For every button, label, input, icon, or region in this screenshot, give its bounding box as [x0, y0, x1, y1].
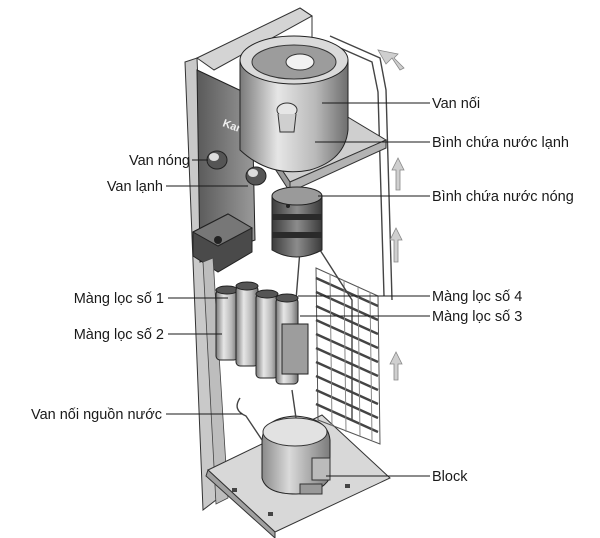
condenser-coil — [315, 267, 381, 445]
filter-3 — [255, 289, 279, 379]
label-van-noi: Van nối — [432, 96, 480, 112]
filter-cartridges — [215, 281, 309, 385]
callout-labels: Van nối Bình chứa nước lạnh Bình chứa nư… — [31, 96, 574, 485]
flow-arrows — [377, 49, 405, 381]
filter-1 — [215, 285, 239, 361]
label-binh-chua-nuoc-lanh: Bình chứa nước lạnh — [432, 135, 569, 151]
leader-lines — [166, 102, 430, 477]
label-block: Block — [432, 469, 468, 485]
label-mang-loc-so-1: Màng lọc số 1 — [74, 291, 164, 307]
label-van-noi-nguon-nuoc: Van nối nguồn nước — [31, 407, 162, 423]
label-mang-loc-so-4: Màng lọc số 4 — [432, 289, 522, 305]
cold-tap — [245, 166, 267, 186]
filter-2 — [235, 281, 259, 367]
label-binh-chua-nuoc-nong: Bình chứa nước nóng — [432, 189, 574, 205]
cabinet-frame: Kar — [184, 7, 313, 511]
label-van-lanh: Van lạnh — [107, 179, 163, 195]
compressor-block — [261, 415, 331, 495]
hot-water-tank — [271, 186, 323, 258]
hot-tap — [206, 150, 228, 170]
cold-water-tank — [239, 35, 349, 173]
label-van-nong: Van nóng — [129, 153, 190, 169]
label-mang-loc-so-2: Màng lọc số 2 — [74, 327, 164, 343]
label-mang-loc-so-3: Màng lọc số 3 — [432, 309, 522, 325]
